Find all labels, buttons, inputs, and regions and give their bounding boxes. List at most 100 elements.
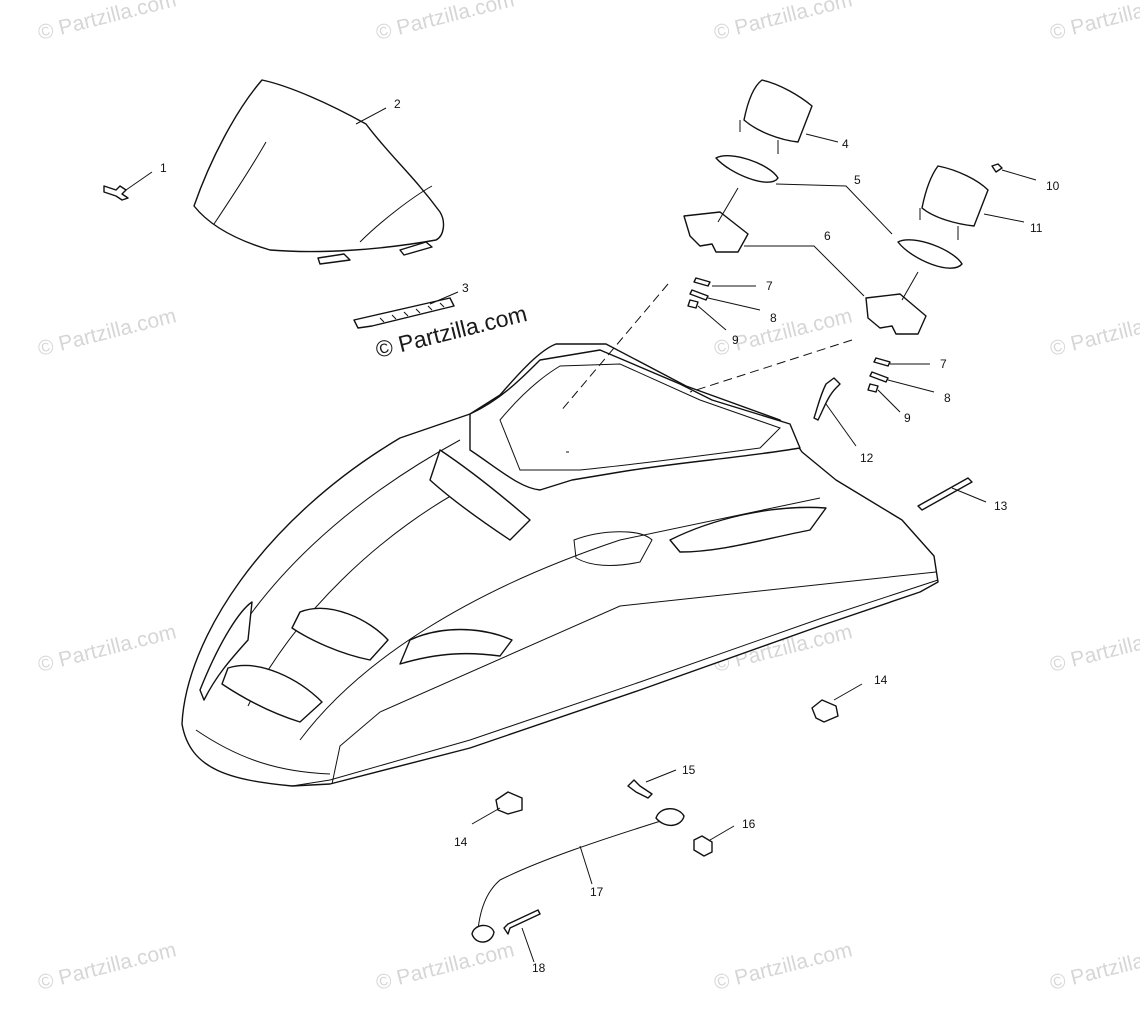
bushing-9b [867,383,879,393]
windshield-tab-left [317,253,351,265]
tether-eye-top [655,808,685,826]
tether-eye-bottom [471,924,495,943]
front-grille-right [669,506,827,553]
leader-14b [471,807,501,825]
gauge-hood-pins-2 [919,208,959,240]
callout-8a: 8 [770,311,777,325]
latch-14a [811,699,839,723]
watermark-main: © Partzilla.com [373,300,530,363]
leader-14a [833,683,863,701]
watermark-tile: © Partzilla.com [36,938,179,995]
leader-5a [775,183,893,235]
leader-4 [805,133,839,143]
gauge-bezel-6a [683,211,749,253]
windshield-panel [193,79,445,253]
leader-2 [355,107,387,125]
leader-9a [697,305,727,331]
leader-8a [707,297,761,311]
leader-17 [579,845,593,885]
gauge-lens-5a [715,154,779,183]
callout-16: 16 [742,817,756,831]
leader-11 [983,213,1025,223]
leader-1 [125,171,153,191]
fastener-1 [103,185,129,201]
callout-14a: 14 [874,673,888,687]
leader-12 [825,403,857,447]
latch-14b [495,791,523,815]
hood-lower-edge [291,579,939,787]
front-grille-left [429,449,531,541]
callout-7a: 7 [766,279,773,293]
callout-8b: 8 [944,391,951,405]
console-inner [499,363,781,471]
hood-assembly [181,343,939,787]
windshield-crease [213,141,433,243]
leader-5b [717,187,739,223]
nut-16 [693,835,713,857]
watermark-tile: © Partzilla.com [36,620,179,677]
watermark-tile: © Partzilla.com [36,0,179,45]
callout-5: 5 [854,173,861,187]
bracket-hatch [379,302,445,323]
leader-9b [877,389,901,413]
watermark-tile: © Partzilla.com [374,0,517,45]
watermark-tile: © Partzilla.com [712,0,855,45]
leader-13 [951,487,987,503]
side-vent-center [399,628,513,665]
spring-8a [689,289,709,301]
callout-4: 4 [842,137,849,151]
side-vent-upper [291,607,389,661]
watermark-tile: © Partzilla.com [374,938,517,995]
gauge-hood-body-2 [921,165,989,227]
leader-15 [645,769,677,783]
hood-side-line [195,571,937,785]
side-vent-lower [221,664,323,723]
assembly-line-b [689,339,853,393]
leader-18 [521,927,535,963]
leader-16 [709,825,735,841]
screw-10 [991,163,1003,173]
leader-6b [901,271,919,301]
leader-10 [1001,169,1037,181]
callout-7b: 7 [940,357,947,371]
callout-10: 10 [1046,179,1060,193]
gauge-hood-pins [739,120,779,154]
leader-3 [429,291,459,305]
tether-wire [477,819,665,931]
callout-2: 2 [394,97,401,111]
bolt-15 [627,779,653,799]
nut-7a [693,277,711,287]
watermark-tile: © Partzilla.com [1048,304,1140,361]
watermark-tile: © Partzilla.com [1048,0,1140,45]
callout-6: 6 [824,229,831,243]
push-rivet-icon [103,185,129,201]
bracket-3 [353,297,455,329]
windshield-tab-right [399,241,433,256]
gauge-bezel-6b [865,293,927,335]
leader-lines [125,107,1037,963]
watermark-tile: © Partzilla.com [36,304,179,361]
gauge-lens-5b [897,239,963,269]
wire-harness-12 [813,377,841,421]
watermark-tile: © Partzilla.com [1048,938,1140,995]
console-recess [469,349,801,491]
callout-14b: 14 [454,835,468,849]
callout-11: 11 [1030,221,1043,235]
strap-13 [917,477,973,511]
callout-13: 13 [994,499,1008,513]
callouts: 1 2 3 4 5 6 7 8 9 7 8 9 10 11 12 13 14 1… [160,97,1060,975]
bracket-strip [353,297,455,329]
callout-15: 15 [682,763,696,777]
bushing-9a [687,299,699,309]
leader-8b [887,379,935,393]
callout-9b: 9 [904,411,911,425]
watermark-tile: © Partzilla.com [712,938,855,995]
gauge-hood-11 [919,165,989,240]
air-intake-left [199,601,253,701]
watermark-tile: © Partzilla.com [1048,620,1140,677]
leader-6 [744,245,865,297]
rivet-18 [503,909,541,935]
callout-18: 18 [532,961,546,975]
windshield [193,79,445,265]
